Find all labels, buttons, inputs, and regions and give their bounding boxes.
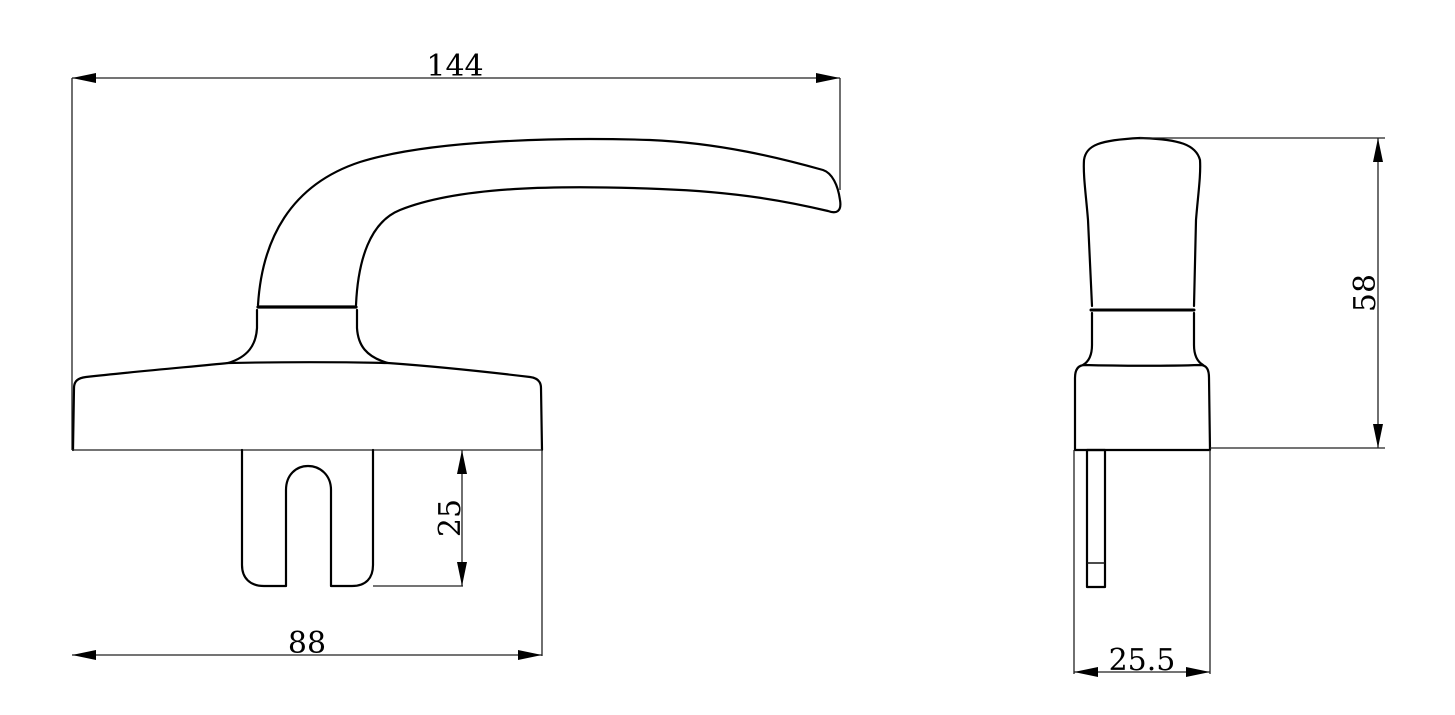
base-plate [71, 361, 544, 452]
neck [226, 308, 390, 365]
side-neck [1081, 311, 1205, 367]
side-base [1073, 363, 1212, 452]
spindle [240, 448, 375, 588]
dimension-label-88: 88 [288, 626, 326, 661]
side-grip [1082, 136, 1202, 308]
dimension-height: 58 [1140, 137, 1385, 449]
front-view: 144 25 88 [71, 49, 842, 661]
dimension-base-depth: 25.5 [1073, 450, 1211, 678]
dimension-label-25: 25 [433, 499, 468, 537]
lever-arm [256, 137, 842, 307]
dimension-label-58: 58 [1348, 274, 1383, 312]
side-spindle [1085, 448, 1107, 589]
dimension-base-width: 88 [72, 450, 543, 661]
side-view: 58 25.5 [1073, 136, 1385, 678]
dimension-spindle-length: 25 [373, 450, 468, 587]
dimension-overall-length: 144 [71, 49, 841, 450]
dimension-label-144: 144 [426, 49, 483, 84]
dimension-label-25-5: 25.5 [1109, 643, 1176, 678]
